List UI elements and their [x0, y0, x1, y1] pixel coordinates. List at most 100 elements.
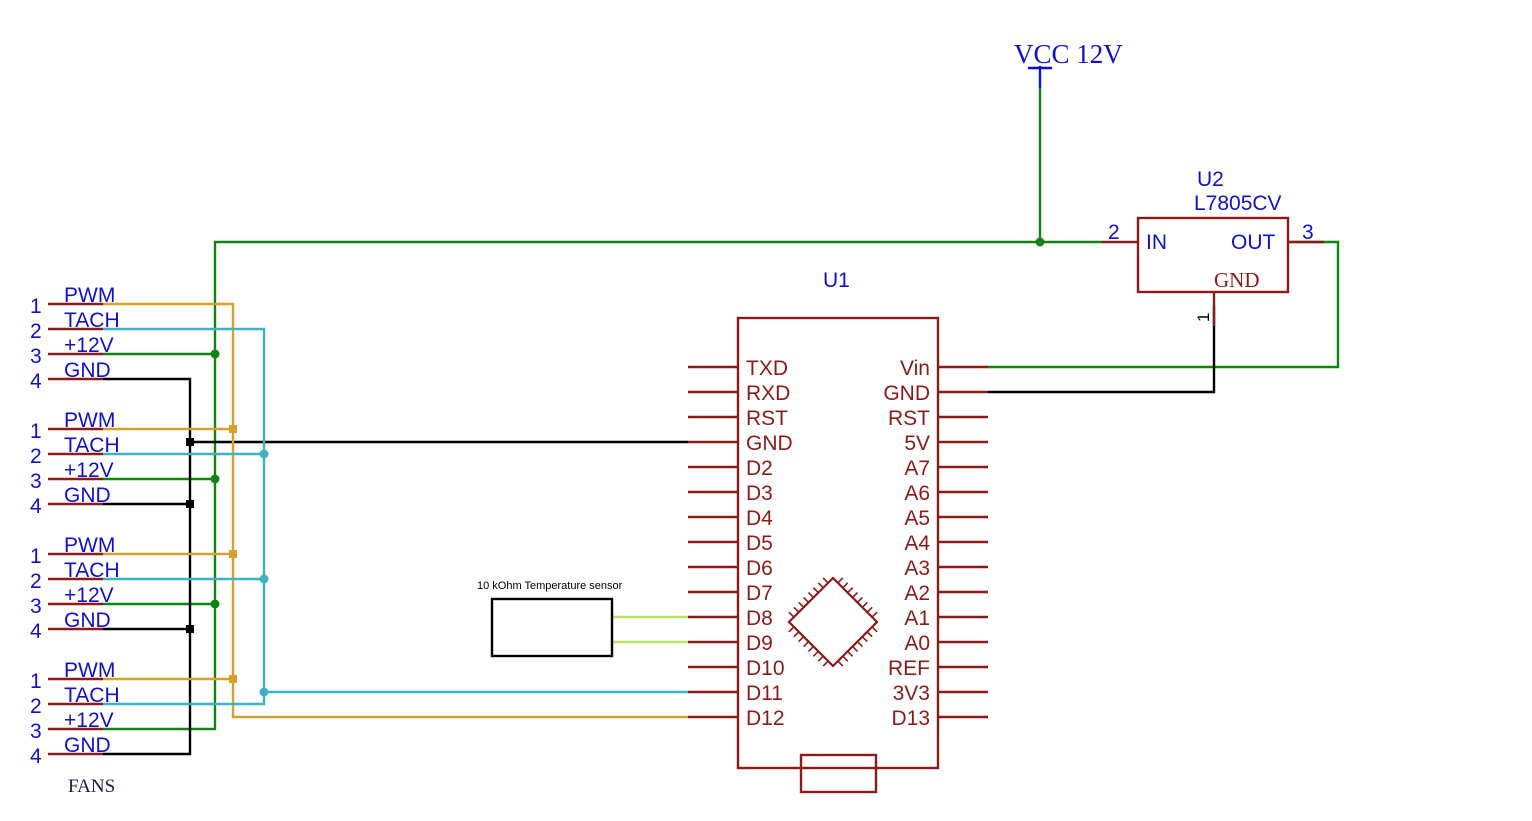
sensor-label: 10 kOhm Temperature sensor — [477, 580, 623, 592]
sensor-body — [490, 597, 614, 658]
junction-gnd-2 — [186, 500, 194, 508]
wire-gnd-bus — [103, 377, 192, 756]
mcu-right-pin-label: RST — [888, 407, 930, 430]
junction-tach-3 — [259, 687, 269, 697]
mcu-right-pin-label: A1 — [904, 607, 930, 630]
fan-pin-name: PWM — [64, 534, 115, 557]
mcu-right-pin-label: A2 — [904, 582, 930, 605]
regulator-ref: U2 — [1197, 168, 1224, 191]
mcu-left-pin-label: D3 — [746, 482, 773, 505]
junction-pwm-1 — [229, 425, 237, 433]
wire-12v-rail — [103, 240, 1102, 731]
mcu-u1: U1 TXDRXDRSTGNDD2D3D4D5D6D7D8D9D10D11D12… — [688, 269, 988, 794]
fan-pin-name: +12V — [64, 459, 114, 482]
fan-pin-number: 2 — [30, 570, 42, 593]
fan-pin-number: 3 — [30, 470, 42, 493]
fan-pin-name: TACH — [64, 684, 120, 707]
mcu-left-pin-label: D5 — [746, 532, 773, 555]
fan-pin-number: 2 — [30, 320, 42, 343]
mcu-left-pin-label: D2 — [746, 457, 773, 480]
wire-tach-bus — [103, 327, 266, 706]
junction-gnd-1 — [186, 438, 194, 446]
mcu-left-pin-label: D6 — [746, 557, 773, 580]
fan-pin-name: +12V — [64, 709, 114, 732]
fan-pin-number: 1 — [30, 295, 42, 318]
fan-pin-name: GND — [64, 484, 111, 507]
fan-pin-number: 3 — [30, 595, 42, 618]
mcu-right-pin-label: A5 — [904, 507, 930, 530]
mcu-left-pin-label: D12 — [746, 707, 785, 730]
fan-pin-number: 3 — [30, 345, 42, 368]
mcu-right-pin-label: A6 — [904, 482, 930, 505]
mcu-left-pin-label: RST — [746, 407, 788, 430]
fan-pin-number: 4 — [30, 745, 42, 768]
fan-pin-name: TACH — [64, 309, 120, 332]
vcc-power-symbol: VCC 12V — [1014, 39, 1123, 88]
fan-pin-name: PWM — [64, 409, 115, 432]
mcu-left-pin-label: D8 — [746, 607, 773, 630]
junction-tach-2 — [259, 574, 269, 584]
mcu-left-pin-label: RXD — [746, 382, 790, 405]
regulator-label-in: IN — [1146, 231, 1167, 254]
mcu-left-pin-label: D10 — [746, 657, 785, 680]
fan-pin-number: 1 — [30, 670, 42, 693]
junction-12v-2 — [210, 474, 220, 484]
junction-pwm-2 — [229, 550, 237, 558]
fan-pin-name: +12V — [64, 584, 114, 607]
mcu-right-pin-label: 3V3 — [893, 682, 930, 705]
fan-pin-name: TACH — [64, 434, 120, 457]
regulator-value: L7805CV — [1194, 192, 1282, 215]
mcu-right-pin-label: REF — [888, 657, 930, 680]
mcu-right-pin-label: A3 — [904, 557, 930, 580]
wire-gnd-regulator — [988, 306, 1216, 394]
fan-pin-number: 2 — [30, 445, 42, 468]
mcu-usb-connector — [799, 753, 878, 794]
fan-pin-name: +12V — [64, 334, 114, 357]
temperature-sensor: 10 kOhm Temperature sensor — [477, 580, 623, 658]
mcu-right-pin-label: D13 — [891, 707, 930, 730]
fan-pin-name: TACH — [64, 559, 120, 582]
fan-pin-name: GND — [64, 609, 111, 632]
junction-12v-1 — [210, 349, 220, 359]
junction-pwm-3 — [229, 675, 237, 683]
junction-gnd-3 — [186, 625, 194, 633]
fan-pin-number: 4 — [30, 370, 42, 393]
fan-pin-name: PWM — [64, 659, 115, 682]
regulator-pin-in-num: 2 — [1108, 221, 1120, 244]
junction-tach-1 — [259, 449, 269, 459]
mcu-right-pin-label: GND — [883, 382, 930, 405]
regulator-pin-gnd-num: 1 — [1194, 313, 1213, 322]
mcu-left-pin-label: TXD — [746, 357, 788, 380]
regulator-label-gnd: GND — [1214, 268, 1260, 292]
regulator-label-out: OUT — [1231, 231, 1276, 254]
mcu-left-pin-label: GND — [746, 432, 793, 455]
junction-12v-3 — [210, 599, 220, 609]
fan-pin-number: 4 — [30, 495, 42, 518]
mcu-left-pin-label: D11 — [746, 682, 783, 705]
mcu-right-pin-label: A7 — [904, 457, 930, 480]
mcu-left-pin-label: D7 — [746, 582, 773, 605]
regulator-body — [1136, 216, 1290, 294]
wire-5v-out — [988, 240, 1340, 369]
mcu-right-pin-label: A4 — [904, 532, 930, 555]
regulator-pin-out-num: 3 — [1302, 221, 1314, 244]
mcu-right-pin-label: 5V — [904, 432, 930, 455]
mcu-right-pin-label: A0 — [904, 632, 930, 655]
mcu-left-pin-label: D9 — [746, 632, 773, 655]
fans-label: FANS — [68, 776, 115, 797]
mcu-ref: U1 — [823, 269, 850, 292]
fan-pin-number: 1 — [30, 545, 42, 568]
fan-pin-number: 4 — [30, 620, 42, 643]
fan-pin-number: 3 — [30, 720, 42, 743]
mcu-chip-icon — [787, 576, 879, 668]
fan-pin-number: 2 — [30, 695, 42, 718]
mcu-right-pin-label: Vin — [900, 357, 930, 380]
fan-pin-name: GND — [64, 359, 111, 382]
junction-vcc — [1035, 237, 1045, 247]
regulator-u2: U2 L7805CV 2 3 1 IN OUT GND — [1102, 168, 1324, 326]
wire-pwm-bus — [103, 302, 688, 719]
fan-pin-number: 1 — [30, 420, 42, 443]
vcc-label: VCC 12V — [1014, 39, 1123, 69]
